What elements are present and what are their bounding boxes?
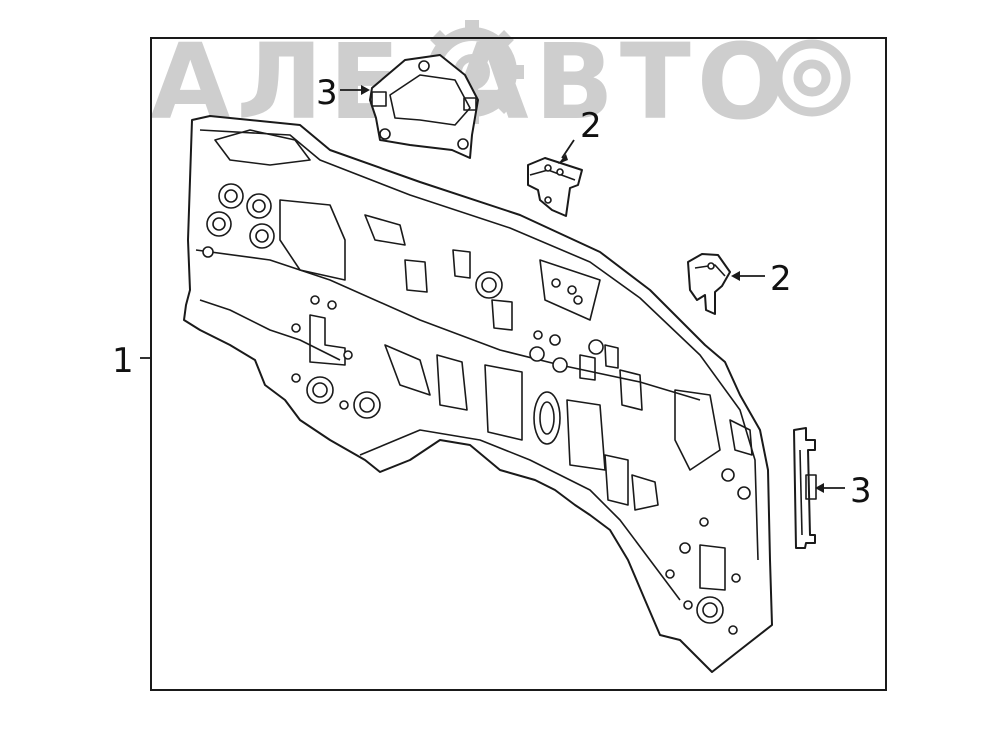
rear-panel-part-1 xyxy=(183,115,773,673)
leader-2a xyxy=(558,139,575,164)
diagram-frame xyxy=(150,37,887,691)
right-clip-part-2 xyxy=(687,253,731,315)
callout-1: 1 xyxy=(112,341,134,381)
callout-2-right: 2 xyxy=(770,259,792,299)
side-strip-part-3 xyxy=(793,427,817,549)
leader-3b xyxy=(815,483,845,493)
callout-3-top: 3 xyxy=(316,73,338,113)
wheel-icon xyxy=(773,39,851,117)
upper-clip-part-2 xyxy=(527,157,583,217)
leader-3a xyxy=(340,85,370,95)
callout-3-side: 3 xyxy=(850,471,872,511)
callout-2-upper: 2 xyxy=(580,106,602,146)
leader-2b xyxy=(731,271,765,281)
top-bracket-part-3 xyxy=(369,54,479,159)
rear-panel-outline xyxy=(183,115,773,673)
